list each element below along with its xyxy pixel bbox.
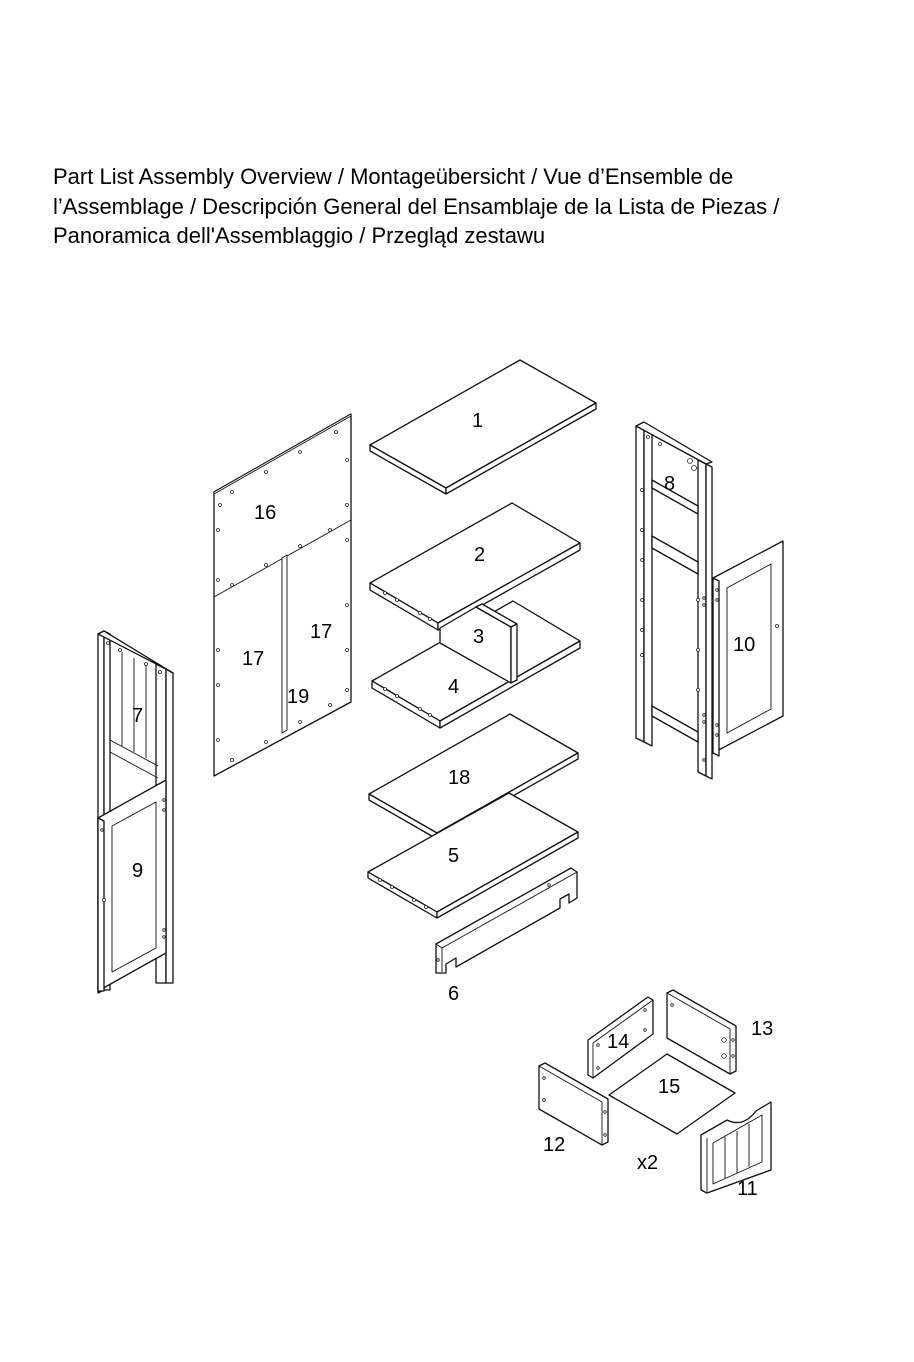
part-16-back-panel: 16 17 17 19: [214, 414, 351, 776]
part-label-7: 7: [132, 705, 143, 727]
part-9-door: 9: [98, 780, 166, 991]
part-label-17-right: 17: [310, 621, 332, 643]
part-label-5: 5: [448, 845, 459, 867]
part-label-14: 14: [607, 1031, 629, 1053]
part-label-17-left: 17: [242, 648, 264, 670]
part-label-3: 3: [473, 626, 484, 648]
part-label-16: 16: [254, 502, 276, 524]
part-1-top-board: 1: [370, 360, 596, 494]
part-label-18: 18: [448, 767, 470, 789]
part-8-side-frame: 8: [636, 422, 712, 779]
part-label-12: 12: [543, 1134, 565, 1156]
part-label-1: 1: [472, 410, 483, 432]
part-label-4: 4: [448, 676, 459, 698]
part-label-19: 19: [287, 686, 309, 708]
quantity-note: x2: [637, 1152, 658, 1174]
part-11-drawer-front: 11: [701, 1102, 771, 1200]
part-label-10: 10: [733, 634, 755, 656]
part-label-2: 2: [474, 544, 485, 566]
part-label-13: 13: [751, 1018, 773, 1040]
part-label-11: 11: [737, 1178, 758, 1200]
part-label-15: 15: [658, 1076, 680, 1098]
part-label-9: 9: [132, 860, 143, 882]
part-10-door: 10: [713, 541, 783, 756]
part-13-drawer-side: 13: [667, 990, 773, 1074]
part-14-drawer-back: 14: [588, 997, 653, 1078]
part-label-6: 6: [448, 983, 459, 1005]
part-12-drawer-side: 12: [539, 1063, 608, 1156]
part-label-8: 8: [664, 473, 675, 495]
